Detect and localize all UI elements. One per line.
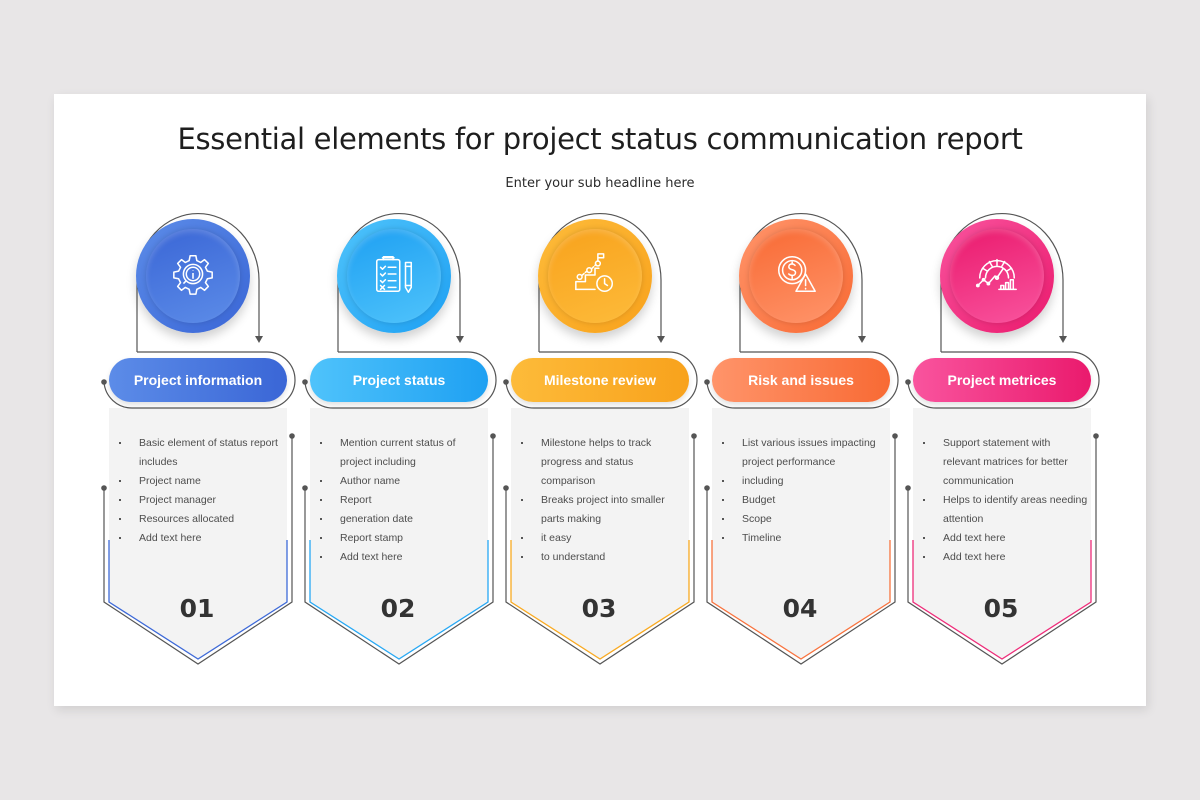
step-card-02: Project status Mention current status of… xyxy=(300,210,500,680)
bullet-list: List various issues impacting project pe… xyxy=(718,434,888,548)
bullet-list: Support statement with relevant matrices… xyxy=(919,434,1089,567)
clipboard-checklist-icon xyxy=(371,251,417,302)
bullet-item: generation date xyxy=(316,510,486,529)
bullet-item: Budget xyxy=(718,491,888,510)
step-title-pill-04[interactable]: Risk and issues xyxy=(712,358,890,402)
card-frame-lines xyxy=(101,213,296,665)
bullet-item: Project manager xyxy=(115,491,285,510)
step-number: 01 xyxy=(179,594,215,623)
bullet-item: Support statement with relevant matrices… xyxy=(919,434,1089,491)
step-number: 02 xyxy=(380,594,416,623)
bullet-item: Add text here xyxy=(919,529,1089,548)
bullet-item: Add text here xyxy=(115,529,285,548)
bullet-item: Breaks project into smaller parts making xyxy=(517,491,687,529)
icon-circle xyxy=(940,219,1054,333)
step-title: Milestone review xyxy=(543,372,657,388)
bullet-item: to understand xyxy=(517,548,687,567)
bullet-item: Mention current status of project includ… xyxy=(316,434,486,472)
bullet-item: Resources allocated xyxy=(115,510,285,529)
step-title-pill-01[interactable]: Project information xyxy=(109,358,287,402)
step-card-03: Milestone review Milestone helps to trac… xyxy=(501,210,701,680)
bullet-item: Helps to identify areas needing attentio… xyxy=(919,491,1089,529)
step-title-pill-05[interactable]: Project metrices xyxy=(913,358,1091,402)
card-frame-lines xyxy=(704,213,899,665)
step-number: 05 xyxy=(983,594,1019,623)
step-title-pill-02[interactable]: Project status xyxy=(310,358,488,402)
step-title: Project status xyxy=(352,372,446,388)
icon-circle xyxy=(337,219,451,333)
bullet-list: Mention current status of project includ… xyxy=(316,434,486,567)
icon-circle-inner xyxy=(749,229,843,323)
step-card-01: Project information Basic element of sta… xyxy=(99,210,299,680)
dollar-warning-icon xyxy=(773,251,819,302)
step-number: 03 xyxy=(581,594,617,623)
card-frame-lines xyxy=(503,213,698,665)
bullet-item: Add text here xyxy=(316,548,486,567)
step-card-05: Project metrices Support statement with … xyxy=(903,210,1103,680)
icon-circle-inner xyxy=(347,229,441,323)
icon-circle xyxy=(136,219,250,333)
step-number: 04 xyxy=(782,594,818,623)
step-card-04: Risk and issues List various issues impa… xyxy=(702,210,902,680)
step-title-pill-03[interactable]: Milestone review xyxy=(511,358,689,402)
icon-circle-inner xyxy=(950,229,1044,323)
bullet-item: including xyxy=(718,472,888,491)
bullet-item: Author name xyxy=(316,472,486,491)
bullet-item: Basic element of status report includes xyxy=(115,434,285,472)
icon-circle xyxy=(739,219,853,333)
bullet-item: List various issues impacting project pe… xyxy=(718,434,888,472)
step-title: Project information xyxy=(133,372,263,388)
step-title: Project metrices xyxy=(947,372,1057,388)
sub-headline: Enter your sub headline here xyxy=(505,176,695,191)
milestone-steps-clock-icon xyxy=(572,251,618,302)
page-title: Essential elements for project status co… xyxy=(177,122,1023,156)
bullet-item: Add text here xyxy=(919,548,1089,567)
bullet-item: Report xyxy=(316,491,486,510)
card-frame-lines xyxy=(905,213,1100,665)
step-title: Risk and issues xyxy=(748,372,854,388)
bullet-item: Project name xyxy=(115,472,285,491)
icon-circle-inner xyxy=(548,229,642,323)
bullet-item: it easy xyxy=(517,529,687,548)
bullet-item: Scope xyxy=(718,510,888,529)
gauge-chart-icon xyxy=(974,251,1020,302)
bullet-item: Milestone helps to track progress and st… xyxy=(517,434,687,491)
bullet-list: Milestone helps to track progress and st… xyxy=(517,434,687,567)
bullet-item: Timeline xyxy=(718,529,888,548)
gear-info-icon xyxy=(170,251,216,302)
icon-circle-inner xyxy=(146,229,240,323)
bullet-item: Report stamp xyxy=(316,529,486,548)
icon-circle xyxy=(538,219,652,333)
